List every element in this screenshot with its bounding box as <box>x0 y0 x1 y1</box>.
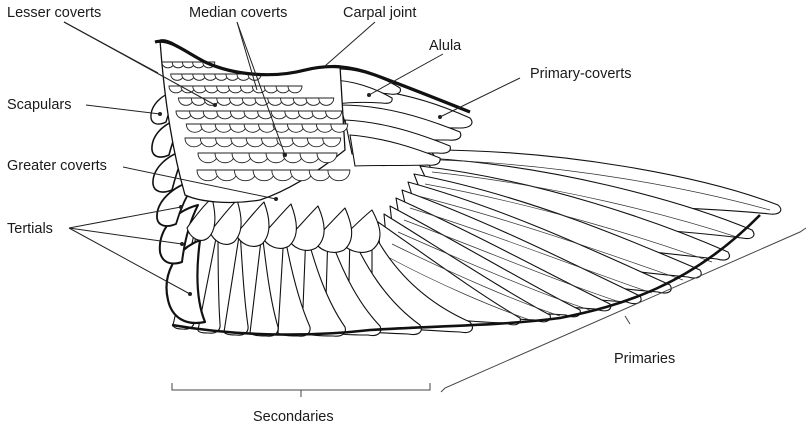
label-tertials: Tertials <box>7 221 53 237</box>
label-greater-coverts: Greater coverts <box>7 158 107 174</box>
primary-feathers <box>378 150 781 325</box>
label-alula: Alula <box>429 38 462 54</box>
label-primaries: Primaries <box>614 351 675 367</box>
label-scapulars: Scapulars <box>7 97 71 113</box>
label-lesser-coverts: Lesser coverts <box>7 5 101 21</box>
label-secondaries: Secondaries <box>253 409 334 425</box>
label-primary-coverts: Primary-coverts <box>530 66 632 82</box>
tertial-feathers <box>157 180 205 323</box>
secondaries-bracket <box>172 383 430 397</box>
covert-scale-patch <box>160 40 350 203</box>
label-median-coverts: Median coverts <box>189 5 287 21</box>
bird-wing-illustration <box>151 40 781 336</box>
covert-scale <box>328 170 350 181</box>
label-carpal-joint: Carpal joint <box>343 5 416 21</box>
